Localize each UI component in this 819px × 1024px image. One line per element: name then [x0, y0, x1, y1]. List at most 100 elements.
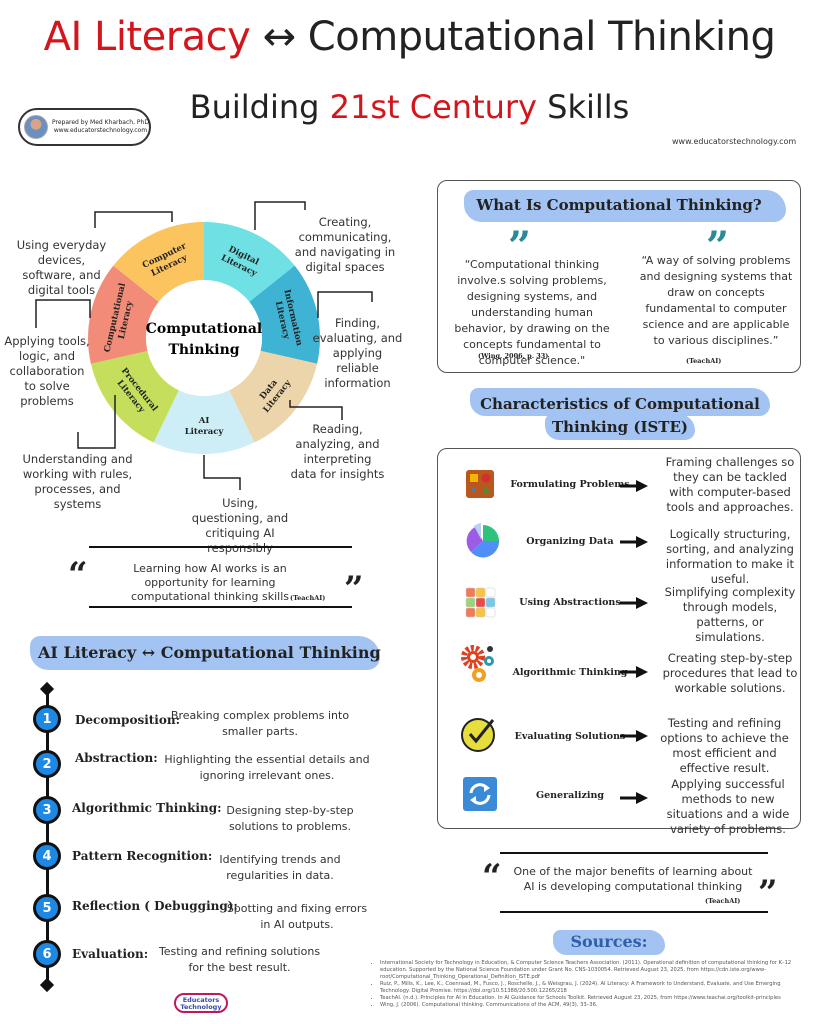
main-title: AI Literacy ↔ Computational Thinking [0, 14, 819, 60]
characteristic-row: Evaluating Solutions Testing and refinin… [455, 714, 795, 775]
step-number-badge: 1 [33, 705, 61, 733]
characteristic-row: Using Abstractions Simplifying complexit… [455, 585, 795, 645]
refresh-icon [463, 777, 497, 811]
wheel-segment-information-literacy [249, 265, 320, 364]
step-number-badge: 2 [33, 750, 61, 778]
timeline-end-diamond [39, 681, 55, 697]
characteristic-row: Formulating Problems Framing challenges … [455, 455, 795, 515]
educators-technology-logo: Educators Technology [174, 993, 228, 1013]
arrow-right-icon [620, 730, 648, 742]
quote-source: (Wing, 2006, p. 33) [478, 352, 549, 360]
title-computational-thinking: Computational Thinking [307, 14, 776, 60]
step-number-badge: 5 [33, 894, 61, 922]
digital-literacy-desc: Creating, communicating, and navigating … [294, 215, 396, 274]
characteristic-name: Using Abstractions [519, 597, 621, 608]
characteristic-name: Formulating Problems [510, 479, 630, 490]
wheel-center-label: Thinking [168, 342, 239, 358]
step-desc: Highlighting the essential details and i… [164, 753, 370, 782]
wheel-segment-computer-literacy [113, 222, 204, 302]
computer-literacy-desc: Using everyday devices, software, and di… [16, 238, 107, 297]
heading-highlight [470, 388, 770, 416]
wheel-segment-ai-literacy [153, 390, 255, 454]
characteristics-heading: Characteristics of Computational Thinkin… [480, 395, 760, 436]
procedural-literacy-desc: Understanding and working with rules, pr… [22, 452, 133, 511]
site-url: www.educatorstechnology.com [672, 137, 797, 146]
heading-highlight [545, 414, 695, 440]
sources-heading: Sources: [570, 932, 648, 951]
quote-source: (TeachAI) [705, 897, 741, 905]
step-name: Decomposition: [75, 713, 181, 727]
connector-ai [203, 455, 241, 490]
characteristic-desc: Framing challenges so they can be tackle… [665, 455, 795, 514]
step-desc: Breaking complex problems into smaller p… [170, 709, 350, 738]
wheel-segment-digital-literacy [204, 222, 295, 302]
source-item: TeachAI. (n.d.). Principles for AI in Ed… [380, 995, 812, 1002]
arrow-right-icon [620, 536, 648, 548]
wheel-center-label: Computational [146, 321, 263, 337]
subtitle-highlight: 21st Century [329, 88, 537, 126]
avatar [24, 115, 48, 139]
pie-chart-icon [466, 523, 500, 558]
source-item: International Society for Technology in … [380, 960, 812, 981]
wheel-segment-procedural-literacy [90, 350, 179, 443]
literacy-wheel: DigitalLiteracyInformationLiteracyDataLi… [35, 201, 373, 490]
characteristic-name: Organizing Data [526, 536, 614, 547]
gears-icon [461, 645, 494, 682]
quote-text: One of the major benefits of learning ab… [513, 865, 753, 893]
computational-literacy-desc: Applying tools, logic, and collaboration… [4, 334, 90, 408]
quote-text: Learning how AI works is an opportunity … [130, 562, 290, 603]
information-literacy-desc: Finding, evaluating, and applying reliab… [312, 316, 403, 390]
timeline-line [46, 690, 49, 985]
characteristic-desc: Creating step-by-step procedures that le… [662, 651, 798, 695]
subtitle: Building 21st Century Skills [0, 88, 819, 126]
heading-highlight [464, 190, 786, 222]
characteristic-row: Organizing Data Logically structuring, s… [455, 523, 795, 586]
wheel-segment-computational-literacy [88, 265, 159, 364]
source-item: Wing, J. (2006). Computational thinking.… [380, 1002, 812, 1009]
characteristic-name: Generalizing [535, 790, 605, 801]
quote-close-icon: ” [758, 873, 778, 913]
what-is-ct-heading: What Is Computational Thinking? [476, 196, 762, 214]
title-arrow: ↔ [262, 14, 297, 60]
timeline-end-diamond [39, 977, 55, 993]
quote-open-icon: “ [482, 857, 502, 897]
author-name: Prepared by Med Kharbach, PhD [52, 119, 149, 126]
quote-close-icon: ” [344, 569, 364, 609]
step-desc: Spotting and fixing errors in AI outputs… [226, 902, 368, 931]
quote-icon: ” [508, 223, 532, 270]
step-name: Reflection ( Debugging): [72, 899, 238, 913]
step-desc: Identifying trends and regularities in d… [219, 853, 341, 882]
subtitle-part: Building [189, 88, 320, 126]
step-desc: Testing and refining solutions for the b… [158, 945, 321, 974]
heading-highlight [30, 636, 380, 670]
arrow-right-icon [620, 792, 648, 804]
source-item: Ruiz, P., Mills, K., Lee, K., Coenraad, … [380, 981, 812, 995]
step-number-badge: 3 [33, 796, 61, 824]
rubiks-cube-icon [465, 587, 496, 618]
wheel-segment-data-literacy [229, 350, 318, 443]
step-name: Evaluation: [72, 947, 149, 961]
ai-literacy-desc: Using, questioning, and critiquing AI re… [191, 496, 289, 555]
characteristic-desc: Testing and refining options to achieve … [660, 716, 789, 775]
heading-highlight [553, 930, 665, 955]
connector-computational [35, 299, 91, 328]
characteristic-desc: Simplifying complexity through models, p… [664, 585, 796, 644]
characteristic-name: Algorithmic Thinking [512, 667, 628, 678]
ct-definition-quote: “Computational thinking involve.s solvin… [454, 258, 610, 367]
ct-definition-quote: “A way of solving problems and designing… [639, 254, 793, 347]
connector-information [317, 291, 373, 318]
characteristic-desc: Logically structuring, sorting, and anal… [665, 527, 795, 586]
connector-digital [254, 201, 306, 230]
characteristic-desc: Applying successful methods to new situa… [666, 777, 790, 836]
author-url: www.educatorstechnology.com [53, 127, 148, 134]
subtitle-part: Skills [547, 88, 630, 126]
connector-computer [94, 211, 173, 228]
what-is-ct-box [437, 180, 801, 373]
characteristic-row: Generalizing Applying successful methods… [455, 775, 795, 836]
characteristic-row: Algorithmic Thinking Creating step-by-st… [455, 645, 797, 708]
quote-open-icon: “ [68, 555, 88, 595]
checkmark-icon [461, 718, 495, 752]
connector-procedural [77, 395, 116, 449]
